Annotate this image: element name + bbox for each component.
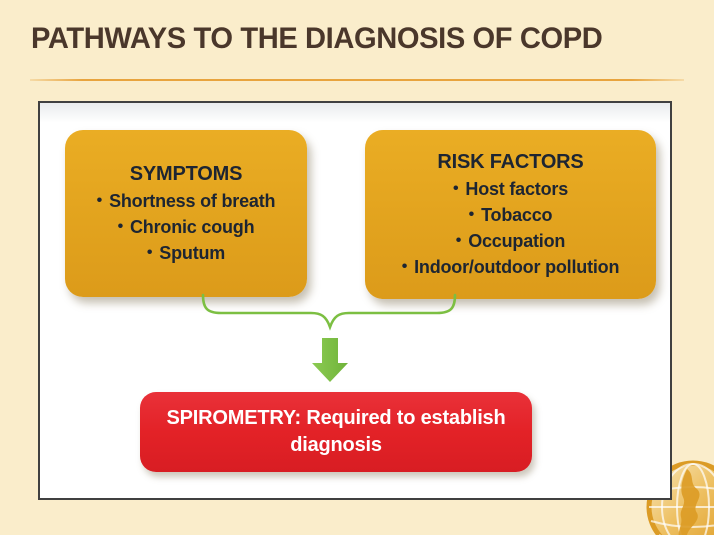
risk-factor-label: Tobacco xyxy=(481,205,553,225)
spirometry-line-1: SPIROMETRY: Required to establish xyxy=(166,407,506,429)
list-item: • Tobacco xyxy=(469,202,553,228)
risk-factor-label: Indoor/outdoor pollution xyxy=(414,257,620,277)
bullet-icon: • xyxy=(455,232,462,249)
bullet-icon: • xyxy=(96,192,103,209)
list-item: • Shortness of breath xyxy=(97,188,276,214)
spirometry-line-2: diagnosis xyxy=(290,434,382,456)
list-item: • Chronic cough xyxy=(118,214,255,240)
page-title: PATHWAYS TO THE DIAGNOSIS OF COPD xyxy=(31,22,603,55)
symptom-label: Sputum xyxy=(159,243,226,263)
list-item: • Host factors xyxy=(453,176,568,202)
risk-factors-box: RISK FACTORS • Host factors • Tobacco • … xyxy=(365,130,656,299)
symptoms-title: SYMPTOMS xyxy=(129,163,243,185)
symptom-label: Shortness of breath xyxy=(109,191,276,211)
list-item: • Indoor/outdoor pollution xyxy=(402,254,620,280)
bullet-icon: • xyxy=(117,218,124,235)
symptoms-box: SYMPTOMS • Shortness of breath • Chronic… xyxy=(65,130,307,297)
title-underline xyxy=(30,79,684,81)
bullet-icon: • xyxy=(146,244,153,261)
list-item: • Sputum xyxy=(147,240,225,266)
bullet-icon: • xyxy=(468,206,475,223)
risk-factors-title: RISK FACTORS xyxy=(437,151,584,173)
diagram-panel: SYMPTOMS • Shortness of breath • Chronic… xyxy=(38,101,672,500)
list-item: • Occupation xyxy=(455,228,566,254)
bullet-icon: • xyxy=(401,258,408,275)
bullet-icon: • xyxy=(452,180,459,197)
symptom-label: Chronic cough xyxy=(130,217,255,237)
spirometry-box: SPIROMETRY: Required to establish diagno… xyxy=(140,392,532,472)
risk-factor-label: Occupation xyxy=(468,231,566,251)
risk-factor-label: Host factors xyxy=(465,179,569,199)
